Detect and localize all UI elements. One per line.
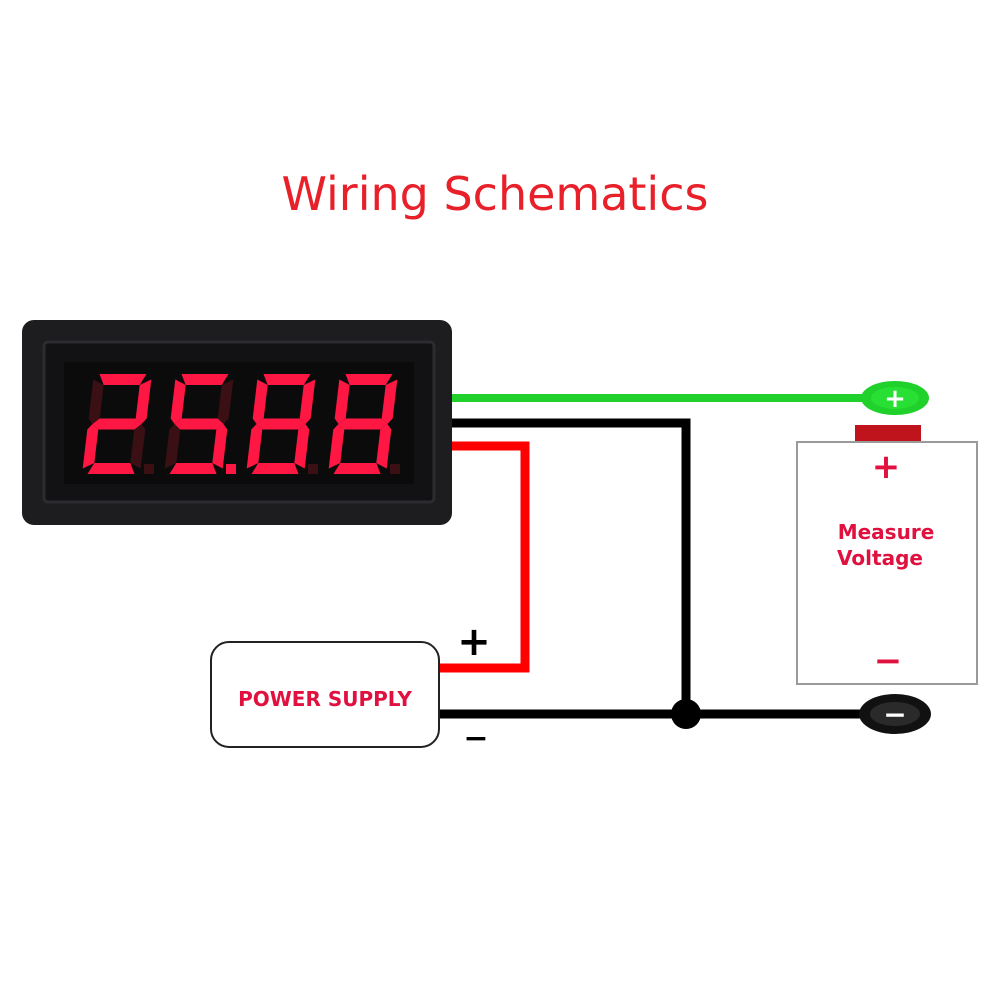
digit-4-segment-g xyxy=(338,418,388,430)
battery-cap xyxy=(855,425,921,443)
digit-2-segment-e xyxy=(164,424,181,469)
negative-terminal-symbol: − xyxy=(883,698,906,731)
digit-3-segment-b xyxy=(299,379,316,424)
digit-4-segment-e xyxy=(328,424,345,469)
digit-1-segment-e xyxy=(82,424,99,469)
junction-dot xyxy=(671,699,701,729)
digit-3-segment-e xyxy=(246,424,263,469)
digit-2-segment-f xyxy=(170,379,186,424)
digit-1-segment-g xyxy=(92,418,142,430)
digit-3-segment-f xyxy=(252,379,268,424)
power-supply-box xyxy=(210,641,440,748)
digit-3-segment-d xyxy=(251,463,299,474)
negative-terminal: − xyxy=(859,694,931,734)
digit-2-segment-a xyxy=(181,374,229,385)
digit-4-segment-d xyxy=(333,463,381,474)
wires xyxy=(440,394,880,719)
digit-1-segment-f xyxy=(88,379,104,424)
digit-3-decimal-point xyxy=(308,464,318,474)
digit-2-segment-d xyxy=(169,463,217,474)
measure-label-line1: Measure xyxy=(838,520,935,544)
digit-1-segment-b xyxy=(135,379,152,424)
digit-1-segment-d xyxy=(87,463,135,474)
power-supply-plus-sign: + xyxy=(457,619,491,665)
battery-body xyxy=(796,441,978,685)
measured-source: + Measure Voltage − xyxy=(796,425,978,685)
diagram-title: Wiring Schematics xyxy=(282,167,709,221)
digit-3-segment-g xyxy=(256,418,306,430)
digit-4-segment-b xyxy=(381,379,398,424)
digit-3-segment-c xyxy=(294,424,310,469)
digit-4-decimal-point xyxy=(390,464,400,474)
voltmeter xyxy=(22,320,452,525)
power-supply-minus-sign: − xyxy=(463,721,488,756)
battery-minus-sign: − xyxy=(874,641,903,681)
meter-digits xyxy=(82,374,400,474)
black-wire-meter xyxy=(452,418,691,714)
positive-terminal-symbol: + xyxy=(884,384,906,414)
battery-plus-sign: + xyxy=(872,447,901,487)
digit-4-segment-f xyxy=(334,379,350,424)
digit-2-segment-g xyxy=(174,418,224,430)
digit-2-segment-c xyxy=(212,424,228,469)
measure-label-line2: Voltage xyxy=(837,546,923,570)
digit-4-segment-c xyxy=(376,424,392,469)
red-wire xyxy=(440,441,530,673)
digit-2-decimal-point xyxy=(226,464,236,474)
digit-1-decimal-point xyxy=(144,464,154,474)
power-supply: POWER SUPPLY + − xyxy=(210,619,491,756)
digit-1-segment-c xyxy=(130,424,146,469)
power-supply-label: POWER SUPPLY xyxy=(238,687,412,711)
digit-3-segment-a xyxy=(263,374,311,385)
digit-2-segment-b xyxy=(217,379,234,424)
positive-terminal: + xyxy=(861,381,929,415)
digit-1-segment-a xyxy=(99,374,147,385)
digit-4-segment-a xyxy=(345,374,393,385)
